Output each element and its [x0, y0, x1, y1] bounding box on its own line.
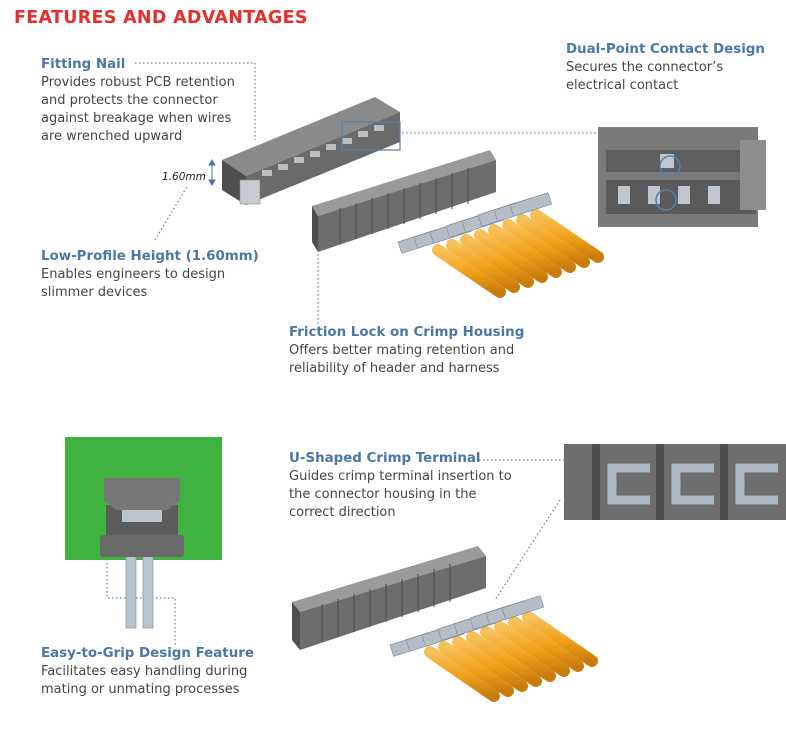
dimension-label: 1.60mm — [162, 171, 206, 183]
callout-text: Guides crimp terminal insertion to the c… — [289, 469, 512, 520]
callout-title: Friction Lock on Crimp Housing — [289, 325, 525, 340]
callout-text: Provides robust PCB retention and protec… — [41, 75, 235, 144]
crimp-housing-bottom — [292, 546, 486, 650]
callout-fitting-nail: Fitting Nail Provides robust PCB retenti… — [41, 56, 235, 146]
dimension-arrow — [208, 159, 216, 186]
wire-harness-top — [397, 192, 604, 298]
callout-u-shaped-terminal: U-Shaped Crimp Terminal Guides crimp ter… — [289, 450, 512, 522]
callout-title: Easy-to-Grip Design Feature — [41, 646, 254, 661]
page-title: FEATURES AND ADVANTAGES — [14, 8, 308, 28]
callout-title: Fitting Nail — [41, 57, 126, 72]
callout-text: Secures the connector’s electrical conta… — [566, 60, 724, 93]
wire-harness-bottom — [389, 595, 598, 702]
callout-title: U-Shaped Crimp Terminal — [289, 451, 481, 466]
crimp-housing-top — [312, 150, 496, 252]
callout-dual-point-contact: Dual-Point Contact Design Secures the co… — [566, 41, 765, 95]
header-connector — [222, 97, 401, 205]
callout-text: Facilitates easy handling during mating … — [41, 664, 248, 697]
leader-lines — [106, 62, 600, 645]
callout-easy-grip: Easy-to-Grip Design Feature Facilitates … — [41, 645, 254, 699]
u-terminal-closeup — [564, 444, 786, 520]
callout-low-profile-height: Low-Profile Height (1.60mm) Enables engi… — [41, 248, 259, 302]
callout-friction-lock: Friction Lock on Crimp Housing Offers be… — [289, 324, 524, 378]
callout-text: Enables engineers to design slimmer devi… — [41, 267, 226, 300]
pcb-easy-grip — [65, 437, 222, 629]
contact-closeup — [598, 127, 766, 227]
callout-text: Offers better mating retention and relia… — [289, 343, 515, 376]
callout-title: Low-Profile Height (1.60mm) — [41, 249, 259, 264]
callout-title: Dual-Point Contact Design — [566, 42, 765, 57]
